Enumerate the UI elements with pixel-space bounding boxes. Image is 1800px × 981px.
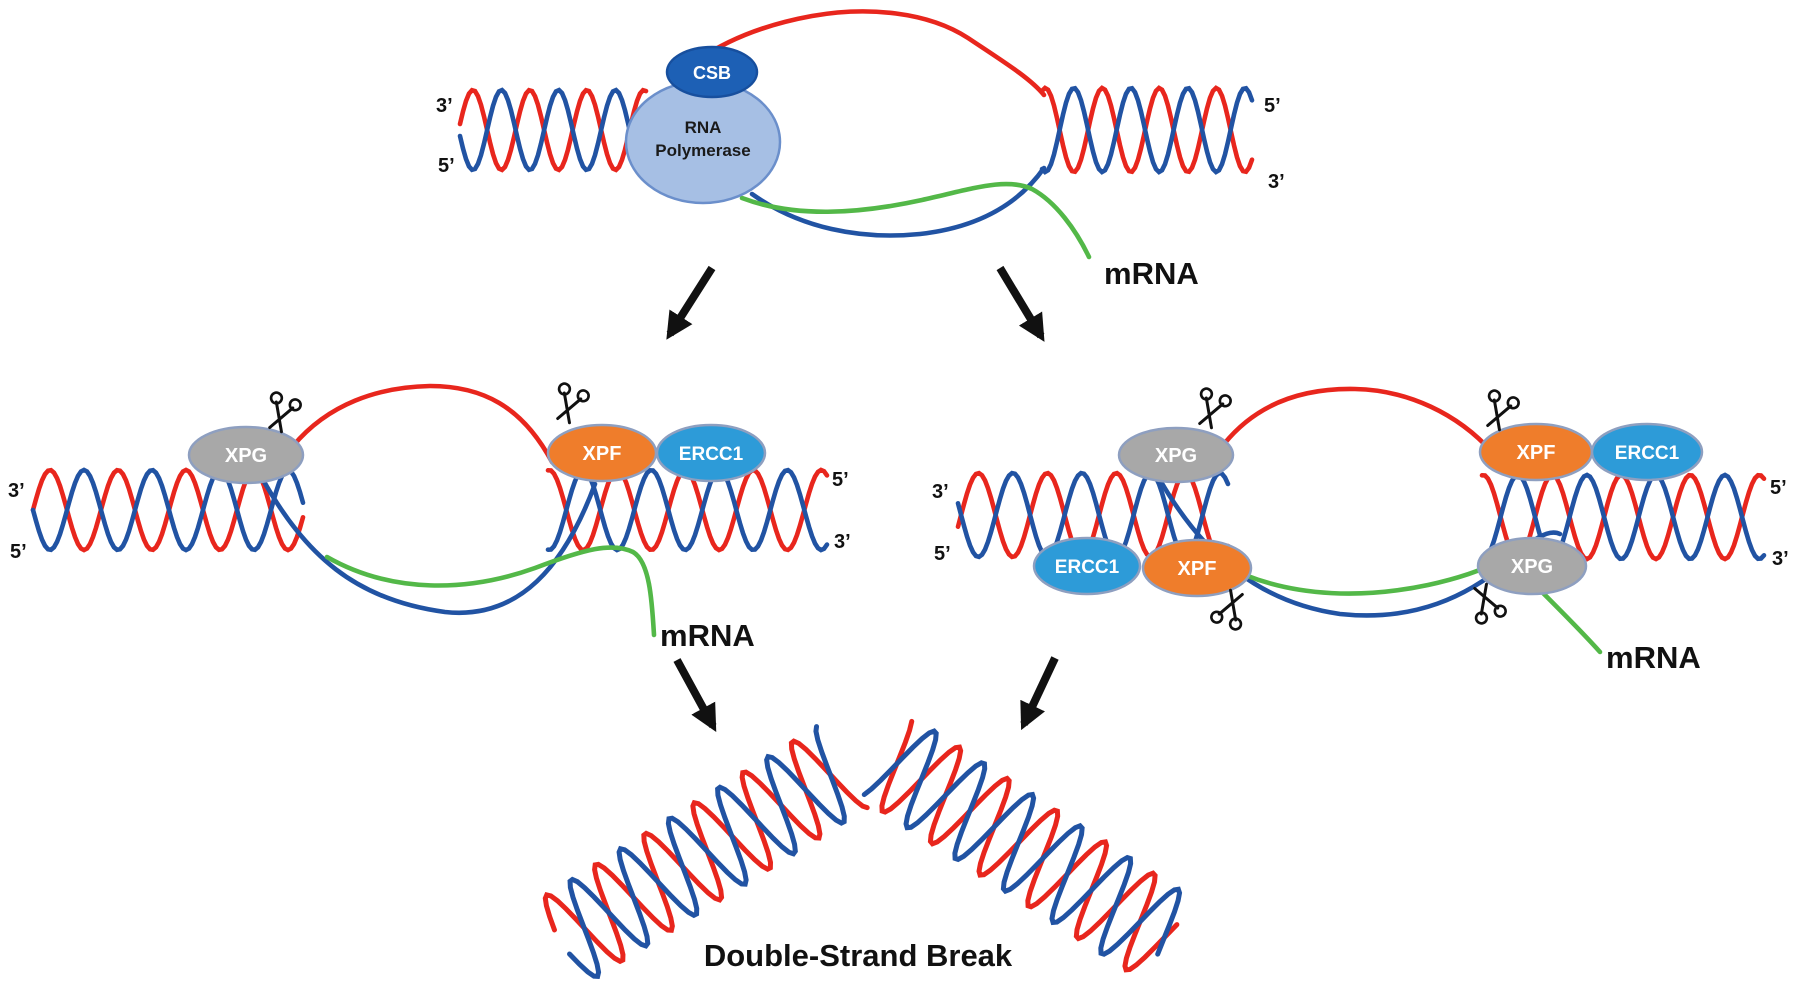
- label-top-right-5prime: 5’: [1264, 95, 1281, 117]
- label-top-left-3prime: 3’: [436, 95, 453, 117]
- label-top-left-5prime: 5’: [438, 155, 455, 177]
- scissors-icon: [1198, 387, 1232, 430]
- arrow-right-to-break: [1020, 656, 1059, 731]
- red-strand-bubble-top: [695, 9, 1047, 98]
- label-midleft-right-5prime: 5’: [832, 469, 849, 491]
- ercc1-protein: [655, 423, 767, 483]
- dna-strand-red: [457, 87, 649, 173]
- dna-helix-top-right: [1039, 85, 1255, 175]
- scissors-icon: [268, 391, 302, 434]
- ercc1-protein-bottom: [1032, 536, 1142, 596]
- dna-helix-top-left: [457, 87, 649, 173]
- dna-strand-blue: [30, 467, 306, 553]
- mrna-label-top: mRNA: [1104, 256, 1199, 291]
- scissors-icon: [1486, 389, 1520, 432]
- scissors-icon: [1210, 588, 1244, 631]
- blue-strand-bubble-bottom: [749, 165, 1047, 238]
- broken-helix-left: [542, 724, 870, 979]
- rna-polymerase-label-line1: RNA: [685, 118, 722, 137]
- panel-single-side-incision: XPG XPF ERCC1 3’ 5’ 5’ 3’ mRNA: [8, 382, 851, 653]
- mrna-strand-tail: [1539, 589, 1603, 655]
- ercc1-bottom-label: ERCC1: [1055, 557, 1120, 578]
- xpg-protein-top: [1117, 426, 1235, 484]
- xpf-top-label: XPF: [1517, 442, 1556, 464]
- xpf-label: XPF: [583, 443, 622, 465]
- panel-dual-incision: XPG XPF ERCC1 ERCC1 XPF XPG: [932, 386, 1789, 675]
- mrna-strand: [739, 181, 1092, 260]
- xpg-protein: [187, 425, 305, 485]
- dna-strand-blue: [1479, 472, 1767, 562]
- mrna-label-midright: mRNA: [1606, 640, 1701, 675]
- mrna-strand: [324, 545, 657, 638]
- xpg-top-label: XPG: [1155, 445, 1197, 467]
- scissors-icon: [556, 382, 590, 425]
- ercc1-top-label: ERCC1: [1615, 443, 1680, 464]
- broken-helix-right: [861, 718, 1183, 973]
- arrow-left-to-break: [673, 658, 717, 732]
- xpf-protein-bottom: [1141, 538, 1253, 598]
- xpg-bottom-label: XPG: [1511, 556, 1553, 578]
- double-strand-break-caption: Double-Strand Break: [704, 938, 1013, 973]
- label-midleft-3prime: 3’: [8, 480, 25, 502]
- dna-strand-blue: [1039, 85, 1255, 175]
- ercc1-protein-top: [1590, 422, 1704, 482]
- dna-helix-midleft-right: [545, 467, 830, 553]
- ercc1-label: ERCC1: [679, 444, 744, 465]
- csb-label: CSB: [693, 63, 731, 83]
- blue-strand-bubble-bottom: [259, 475, 598, 616]
- label-midright-right-3prime: 3’: [1772, 548, 1789, 570]
- xpg-protein-bottom: [1476, 536, 1588, 596]
- arrow-to-left-pathway: [666, 265, 716, 340]
- csb-protein: [665, 45, 759, 99]
- panel-double-strand-break: Double-Strand Break: [542, 718, 1183, 979]
- label-midright-right-5prime: 5’: [1770, 477, 1787, 499]
- red-strand-bubble-top: [1221, 386, 1495, 455]
- xpg-label: XPG: [225, 445, 267, 467]
- dna-strand-blue: [457, 87, 649, 173]
- dna-strand-red: [879, 718, 1180, 973]
- label-top-right-3prime: 3’: [1268, 171, 1285, 193]
- dna-strand-red: [1039, 85, 1255, 175]
- label-midright-5prime: 5’: [934, 543, 951, 565]
- arrow-to-right-pathway: [996, 265, 1045, 342]
- dna-strand-blue: [567, 724, 847, 979]
- dna-strand-blue: [861, 728, 1183, 957]
- panel-transcription: RNA Polymerase CSB 3’ 5’ 5’ 3’ mRNA: [436, 9, 1285, 291]
- xpf-bottom-label: XPF: [1178, 558, 1217, 580]
- red-strand-bubble-top: [290, 383, 555, 465]
- scissors-icon: [1473, 582, 1507, 625]
- rna-polymerase-label-line2: Polymerase: [655, 141, 750, 160]
- mrna-label-midleft: mRNA: [660, 618, 755, 653]
- label-midright-3prime: 3’: [932, 481, 949, 503]
- label-midleft-5prime: 5’: [10, 541, 27, 563]
- label-midleft-right-3prime: 3’: [834, 531, 851, 553]
- mrna-strand: [1242, 559, 1503, 596]
